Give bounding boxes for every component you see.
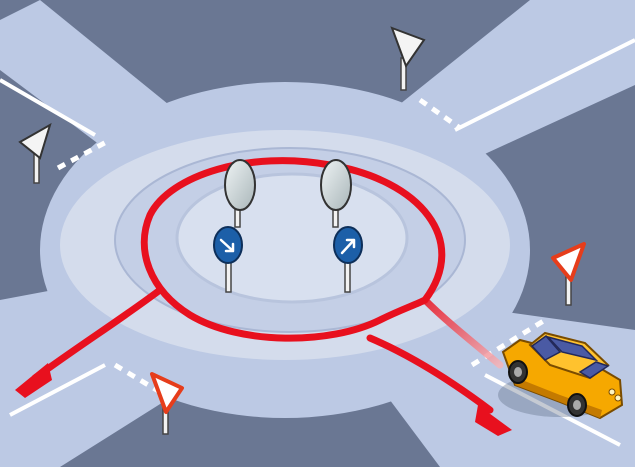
central-island-inner <box>177 174 407 302</box>
